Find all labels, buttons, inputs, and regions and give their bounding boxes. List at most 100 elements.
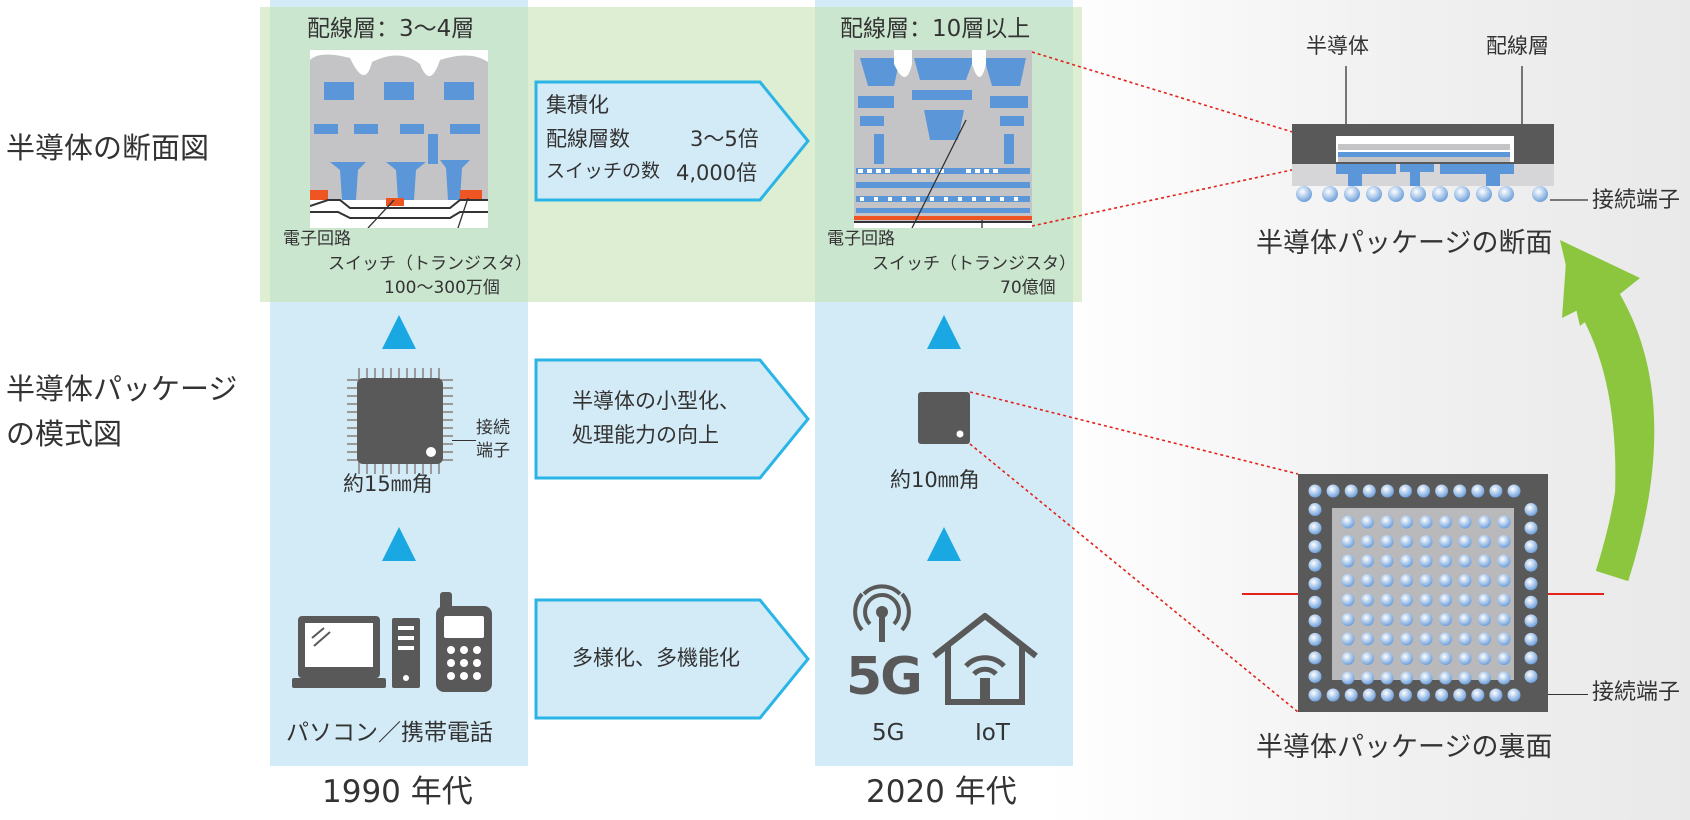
solder-ball <box>1419 574 1433 587</box>
solder-ball <box>1507 688 1521 702</box>
solder-ball <box>1439 535 1452 548</box>
solder-ball <box>1507 484 1521 498</box>
miniaturization-line1: 半導体の小型化、 <box>572 389 740 413</box>
solder-ball <box>1308 614 1322 628</box>
solder-ball <box>1308 595 1322 609</box>
solder-ball <box>1361 574 1374 587</box>
solder-ball <box>1419 535 1433 548</box>
solder-ball <box>1478 574 1491 587</box>
solder-ball <box>1341 535 1355 548</box>
solder-ball <box>1439 613 1452 626</box>
solder-ball <box>1458 535 1472 548</box>
solder-ball <box>1524 540 1538 554</box>
up-arrow-2020-bottom <box>927 527 961 561</box>
solder-ball <box>1439 632 1452 646</box>
solder-ball <box>1439 574 1452 587</box>
solder-ball <box>1497 632 1511 646</box>
solder-ball <box>1400 613 1413 626</box>
terminal-leader-1990 <box>452 440 476 441</box>
solder-ball <box>1478 652 1491 665</box>
era-title-1990: 1990 年代 <box>322 774 473 810</box>
terminal-label-1990-b: 端子 <box>476 441 510 461</box>
solder-ball <box>1439 554 1452 568</box>
chip-package-1990 <box>345 366 455 476</box>
solder-ball <box>1419 632 1433 646</box>
solder-ball <box>1400 652 1413 665</box>
iot-house-icon <box>928 612 1042 706</box>
solder-ball <box>1341 671 1355 685</box>
solder-ball <box>1419 515 1433 529</box>
solder-ball <box>1361 554 1374 568</box>
switch-label-2020: スイッチ（トランジスタ） <box>872 254 1076 274</box>
row-label-package-1: 半導体パッケージ <box>6 372 238 406</box>
solder-ball <box>1361 632 1374 646</box>
solder-ball <box>1524 595 1538 609</box>
solder-ball <box>1439 652 1452 665</box>
caption-cross-section: 半導体パッケージの断面 <box>1256 228 1553 259</box>
solder-ball <box>1453 688 1467 702</box>
solder-ball <box>1308 521 1322 535</box>
switch-count-2020: 70億個 <box>1000 278 1056 298</box>
solder-ball <box>1400 632 1413 646</box>
solder-ball <box>1380 688 1394 702</box>
package-size-1990: 約15㎜角 <box>343 472 433 496</box>
solder-ball <box>1341 574 1355 587</box>
solder-ball <box>1478 515 1491 529</box>
solder-ball <box>1400 535 1413 548</box>
solder-ball <box>1471 688 1485 702</box>
solder-ball <box>1308 688 1322 702</box>
wiring-layers-2020: 配線層：10層以上 <box>840 16 1031 42</box>
solder-ball <box>1524 558 1538 572</box>
solder-ball <box>1361 671 1374 685</box>
solder-ball <box>1478 593 1491 607</box>
arrow-integration <box>534 80 812 202</box>
solder-ball <box>1341 632 1355 646</box>
solder-ball <box>1435 688 1449 702</box>
solder-ball <box>1419 554 1433 568</box>
solder-ball <box>1380 671 1394 685</box>
solder-ball <box>1497 574 1511 587</box>
integration-line1-value: 3〜5倍 <box>690 127 759 151</box>
solder-ball <box>1489 484 1503 498</box>
solder-ball <box>1308 484 1322 498</box>
cross-section-image-2020 <box>854 50 1032 228</box>
solder-ball <box>1419 671 1433 685</box>
solder-ball <box>1380 574 1394 587</box>
solder-ball <box>1478 554 1491 568</box>
solder-ball <box>1471 484 1485 498</box>
solder-ball <box>1380 593 1394 607</box>
up-arrow-2020-top <box>927 315 961 349</box>
solder-ball <box>1380 515 1394 529</box>
solder-ball <box>1478 613 1491 626</box>
solder-ball <box>1380 484 1394 498</box>
solder-ball <box>1344 688 1358 702</box>
circuit-label-2020: 電子回路 <box>827 229 895 249</box>
solder-ball <box>1524 521 1538 535</box>
terminal-label-1990-a: 接続 <box>476 418 510 438</box>
solder-ball <box>1308 540 1322 554</box>
solder-ball <box>1380 535 1394 548</box>
solder-ball <box>1341 515 1355 529</box>
solder-ball <box>1524 651 1538 665</box>
solder-ball <box>1458 613 1472 626</box>
up-arrow-1990-bottom <box>382 527 416 561</box>
up-arrow-1990-top <box>382 315 416 349</box>
solder-ball <box>1458 593 1472 607</box>
package-cross-section <box>1290 66 1590 216</box>
solder-ball <box>1524 632 1538 646</box>
solder-ball <box>1524 577 1538 591</box>
solder-ball <box>1398 484 1412 498</box>
integration-title: 集積化 <box>546 93 609 117</box>
solder-ball <box>1497 535 1511 548</box>
solder-ball <box>1489 688 1503 702</box>
solder-ball <box>1497 515 1511 529</box>
solder-ball <box>1458 671 1472 685</box>
5g-glyph: 5G <box>846 647 923 707</box>
device-5g-label: 5G <box>872 720 905 746</box>
integration-line2-value: 4,000倍 <box>676 161 758 185</box>
solder-ball <box>1439 515 1452 529</box>
era-title-2020: 2020 年代 <box>866 774 1017 810</box>
arrow-diversification <box>534 598 812 720</box>
solder-ball <box>1361 593 1374 607</box>
solder-ball <box>1308 651 1322 665</box>
